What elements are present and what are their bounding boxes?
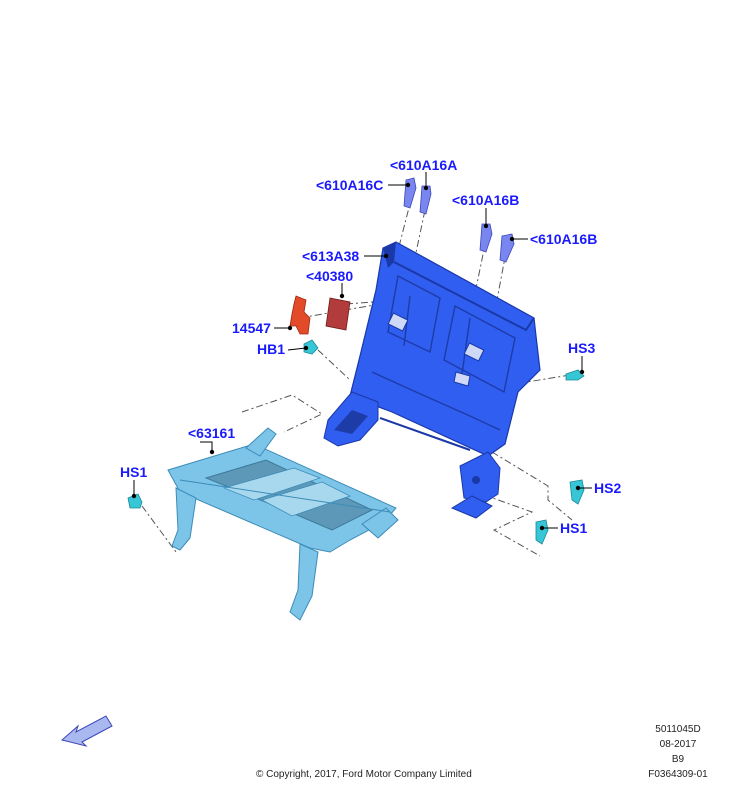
fastener-hs3 xyxy=(565,369,585,381)
seat-back-slot-left xyxy=(387,312,409,332)
callout-40380: <40380 xyxy=(306,268,353,284)
callout-hs1-left: HS1 xyxy=(120,464,147,480)
callout-610A16C: <610A16C xyxy=(316,177,383,193)
fastener-hs1-right xyxy=(535,519,549,545)
seat-cushion-frame xyxy=(167,427,399,621)
bolt-610A16B-top xyxy=(479,223,493,253)
seat-back-assembly xyxy=(323,241,541,519)
fastener-hs1-left xyxy=(127,493,143,509)
pad-40380 xyxy=(325,297,351,331)
fastener-hs2 xyxy=(569,479,585,505)
callout-hs1-right: HS1 xyxy=(560,520,587,536)
callout-610A16B-side: <610A16B xyxy=(530,231,597,247)
bolt-610A16C xyxy=(403,177,417,209)
document-revision: B9 xyxy=(671,754,685,765)
callout-dots xyxy=(131,182,585,531)
fastener-hb1 xyxy=(303,339,319,355)
frame-left-support xyxy=(171,487,197,551)
figure-id: F0364309-01 xyxy=(648,769,708,780)
callout-610A16B-top: <610A16B xyxy=(452,192,519,208)
fasteners xyxy=(127,339,585,545)
callout-14547: 14547 xyxy=(232,320,271,336)
document-code: 5011045D xyxy=(655,724,701,735)
callout-610A16A: <610A16A xyxy=(390,157,457,173)
seat-back-slot-right xyxy=(463,342,485,362)
seat-back-hinge-right xyxy=(459,451,501,503)
seat-back-foot xyxy=(450,495,493,519)
frame-right-support xyxy=(289,543,319,621)
headrest-guide-bolts xyxy=(403,177,515,263)
bolt-610A16B-side xyxy=(499,233,515,263)
document-date: 08-2017 xyxy=(659,739,697,750)
callout-hs3: HS3 xyxy=(568,340,595,356)
seat-back-rear-edge xyxy=(383,242,396,268)
callout-hb1: HB1 xyxy=(257,341,285,357)
callout-63161: <63161 xyxy=(188,425,235,441)
seat-back-panel xyxy=(349,241,541,457)
bracket-14547 xyxy=(289,295,311,335)
copyright-notice: © Copyright, 2017, Ford Motor Company Li… xyxy=(256,769,472,780)
bolt-610A16A xyxy=(419,185,432,215)
callout-613A38: <613A38 xyxy=(302,248,359,264)
direction-arrow-icon xyxy=(60,715,113,747)
callout-hs2: HS2 xyxy=(594,480,621,496)
